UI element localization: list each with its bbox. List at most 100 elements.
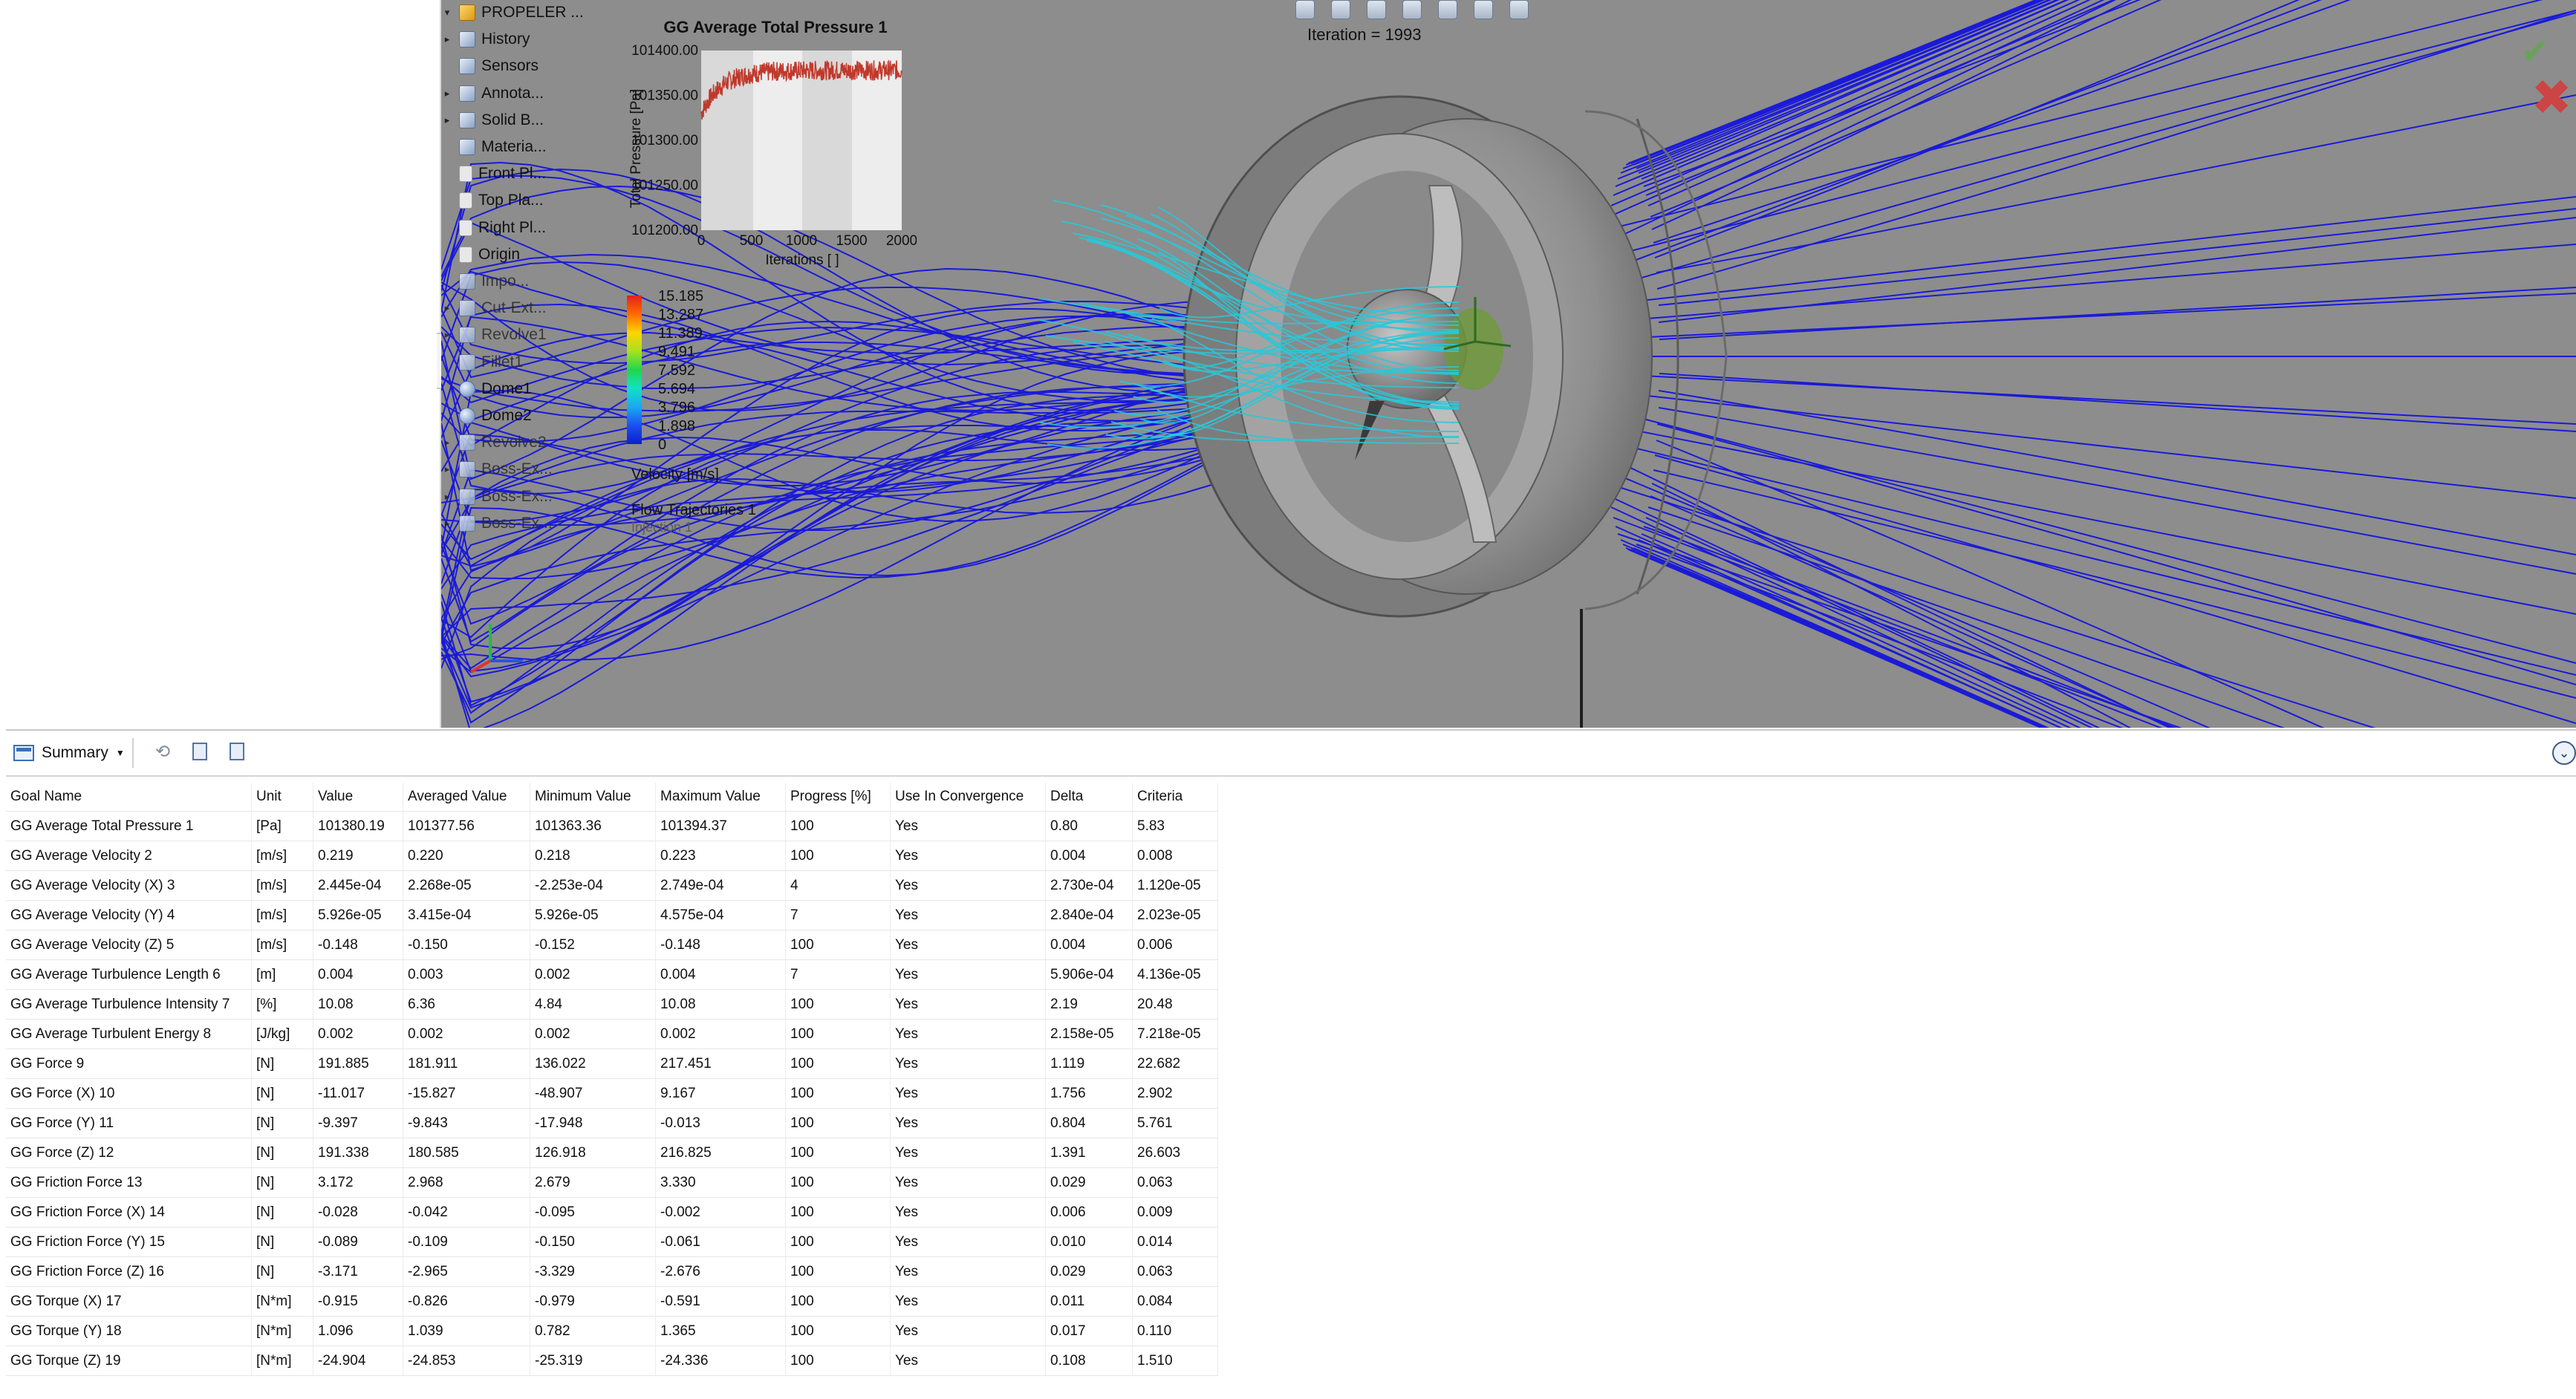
- view-settings-icon[interactable]: [1509, 0, 1529, 19]
- caret-right-icon[interactable]: ▸: [444, 463, 450, 475]
- column-header[interactable]: Minimum Value: [530, 783, 656, 812]
- tree-item[interactable]: ▸Solid B...: [441, 108, 544, 133]
- table-cell: -3.329: [530, 1256, 656, 1287]
- view-orientation-icon[interactable]: [1438, 0, 1457, 19]
- section-view-icon[interactable]: [1402, 0, 1422, 19]
- column-header[interactable]: Unit: [251, 783, 313, 812]
- table-row[interactable]: GG Average Turbulent Energy 8[J/kg]0.002…: [6, 1019, 1218, 1049]
- copy-icon[interactable]: [189, 740, 211, 763]
- table-cell: 181.911: [403, 1049, 530, 1079]
- table-cell: [m/s]: [251, 870, 313, 901]
- caret-right-icon[interactable]: ▸: [444, 114, 450, 125]
- table-cell: -0.042: [403, 1197, 530, 1227]
- column-header[interactable]: Averaged Value: [403, 783, 530, 812]
- table-cell: 3.172: [313, 1167, 403, 1198]
- table-row[interactable]: GG Force (Y) 11[N]-9.397-9.843-17.948-0.…: [6, 1108, 1218, 1138]
- tree-item[interactable]: Right Pl...: [441, 215, 546, 241]
- column-header[interactable]: Progress [%]: [785, 783, 891, 812]
- material-icon: [459, 139, 475, 155]
- tree-item[interactable]: Origin: [441, 242, 520, 267]
- table-cell: Yes: [890, 1286, 1046, 1317]
- tree-item[interactable]: ▸Revolve2: [441, 430, 547, 455]
- cancel-x-icon[interactable]: ✖: [2531, 70, 2572, 125]
- x-tick-label: 1500: [836, 233, 867, 249]
- table-row[interactable]: GG Friction Force (Y) 15[N]-0.089-0.109-…: [6, 1227, 1218, 1257]
- tree-item-label: Materia...: [481, 138, 547, 155]
- tree-item[interactable]: ▾PROPELER ...: [441, 0, 584, 25]
- column-header[interactable]: Use In Convergence: [890, 783, 1046, 812]
- toolbar-separator: [132, 738, 134, 768]
- tree-item[interactable]: Sensors: [441, 53, 539, 79]
- column-header[interactable]: Value: [313, 783, 403, 812]
- caret-right-icon[interactable]: ▸: [444, 33, 450, 45]
- display-style-icon[interactable]: [1474, 0, 1493, 19]
- paste-icon[interactable]: [226, 740, 248, 763]
- column-header[interactable]: Delta: [1045, 783, 1133, 812]
- table-cell: GG Average Velocity (X) 3: [6, 870, 252, 901]
- table-cell: 2.023e-05: [1132, 900, 1218, 930]
- collapse-pane-button[interactable]: ⌄: [2552, 741, 2576, 765]
- table-row[interactable]: GG Average Velocity (Z) 5[m/s]-0.148-0.1…: [6, 930, 1218, 960]
- zoom-area-icon[interactable]: [1331, 0, 1350, 19]
- tree-item[interactable]: ▸Boss-Ex...: [441, 484, 553, 509]
- x-tick-label: 500: [740, 233, 764, 249]
- tree-item[interactable]: Top Pla...: [441, 188, 544, 213]
- tree-item[interactable]: Fillet1: [441, 350, 523, 375]
- table-row[interactable]: GG Average Turbulence Intensity 7[%]10.0…: [6, 989, 1218, 1020]
- tree-item[interactable]: ▸Boss-Ex...: [441, 511, 553, 536]
- column-header[interactable]: Maximum Value: [655, 783, 786, 812]
- tree-item[interactable]: Materia...: [441, 134, 547, 160]
- tree-item[interactable]: Impo...: [441, 269, 529, 294]
- caret-right-icon[interactable]: ▸: [444, 329, 450, 341]
- tree-item[interactable]: ▸Cut-Ext...: [441, 296, 547, 321]
- table-row[interactable]: GG Friction Force (X) 14[N]-0.028-0.042-…: [6, 1197, 1218, 1227]
- refresh-icon[interactable]: ⟲: [155, 741, 171, 762]
- tree-item[interactable]: ▸Revolve1: [441, 322, 547, 348]
- table-row[interactable]: GG Torque (Z) 19[N*m]-24.904-24.853-25.3…: [6, 1346, 1218, 1376]
- tree-item-label: Origin: [478, 245, 521, 263]
- summary-dropdown[interactable]: Summary ▼: [13, 741, 125, 765]
- table-cell: 100: [785, 1138, 891, 1168]
- flow-simulation-scene[interactable]: [441, 0, 2576, 728]
- tree-item[interactable]: Front Pl...: [441, 161, 546, 186]
- table-cell: GG Average Turbulent Energy 8: [6, 1019, 252, 1049]
- zoom-to-fit-icon[interactable]: [1295, 0, 1315, 19]
- caret-right-icon[interactable]: ▸: [444, 302, 450, 314]
- tree-item[interactable]: Dome1: [441, 376, 532, 402]
- table-cell: 4: [785, 870, 891, 901]
- caret-right-icon[interactable]: ▸: [444, 517, 450, 529]
- table-cell: 1.039: [403, 1316, 530, 1346]
- tree-item[interactable]: ▸History: [441, 27, 530, 52]
- column-header[interactable]: Goal Name: [6, 783, 252, 812]
- table-cell: Yes: [890, 1346, 1046, 1376]
- tree-item[interactable]: Dome2: [441, 403, 532, 428]
- table-cell: 100: [785, 1286, 891, 1317]
- table-row[interactable]: GG Friction Force (Z) 16[N]-3.171-2.965-…: [6, 1256, 1218, 1287]
- previous-view-icon[interactable]: [1367, 0, 1386, 19]
- confirm-check-icon[interactable]: ✔: [2520, 32, 2549, 71]
- table-cell: Yes: [890, 989, 1046, 1020]
- tree-item[interactable]: ▸Boss-Ex...: [441, 457, 553, 482]
- table-cell: -0.013: [655, 1108, 786, 1138]
- imported-icon: [459, 273, 475, 290]
- table-row[interactable]: GG Average Total Pressure 1[Pa]101380.19…: [6, 811, 1218, 841]
- caret-down-icon[interactable]: ▾: [444, 7, 450, 18]
- caret-right-icon[interactable]: ▸: [444, 87, 450, 99]
- tree-item[interactable]: ▸Annota...: [441, 81, 544, 106]
- table-cell: 2.840e-04: [1045, 900, 1133, 930]
- caret-right-icon[interactable]: ▸: [444, 490, 450, 502]
- table-row[interactable]: GG Torque (X) 17[N*m]-0.915-0.826-0.979-…: [6, 1286, 1218, 1317]
- column-header[interactable]: Criteria: [1132, 783, 1218, 812]
- caret-right-icon[interactable]: ▸: [444, 437, 450, 449]
- table-cell: 0.110: [1132, 1316, 1218, 1346]
